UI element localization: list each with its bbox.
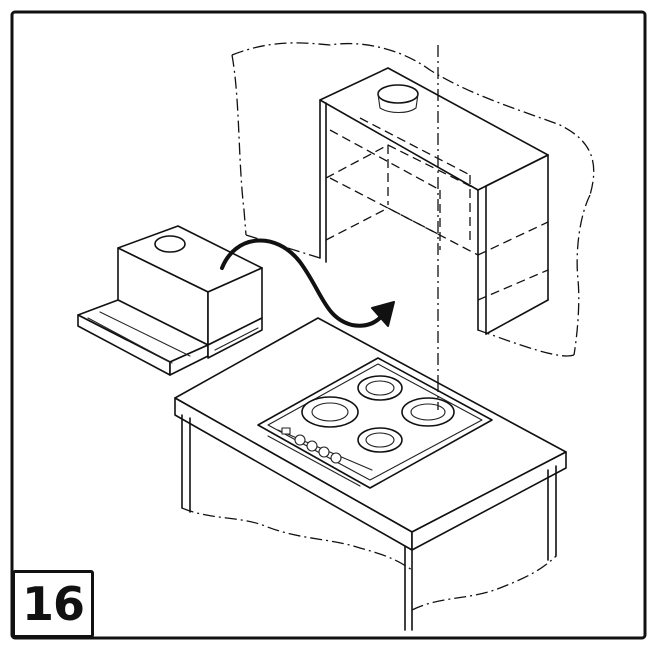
step-number: 16 [21, 577, 85, 631]
cooking-zones [301, 375, 455, 453]
slide-out-hood-unit [77, 225, 263, 376]
step-number-badge: 16 [12, 570, 94, 638]
control-knobs [281, 427, 342, 464]
wall-cabinet [319, 67, 549, 335]
install-direction-arrow-icon [220, 238, 395, 328]
induction-hob [257, 357, 493, 489]
